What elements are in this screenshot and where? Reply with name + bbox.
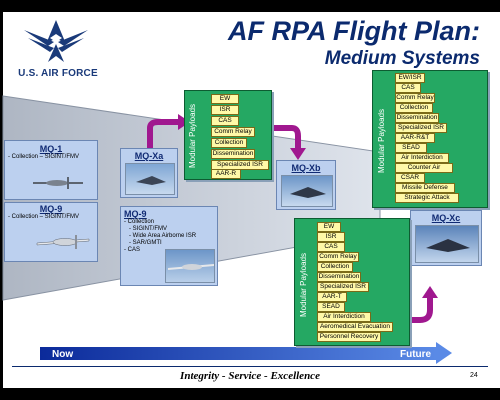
payload-1-item-4: Comm Relay [211,127,255,137]
payload-panel-1-label: Modular Payloads [188,103,197,169]
payload-2-item-4: Collection [395,103,433,113]
bottom-bar [0,388,500,400]
mqxc-aircraft-image [415,225,479,263]
payload-3-item-12: Personnel Recovery [317,332,381,342]
payload-panel-2: Modular Payloads EW/ISR CAS Comm Relay C… [372,70,488,208]
payload-panel-3-label: Modular Payloads [299,252,308,318]
payload-1-item-2: ISR [211,105,239,115]
mqxb-box: MQ-Xb [276,160,336,210]
payload-3-item-4: Comm Relay [317,252,359,262]
mqxa-box: MQ-Xa [120,148,178,198]
arrow-mqxa-to-panel1 [147,119,180,148]
payload-3-item-9: SEAD [317,302,345,312]
arrow-panel1-to-mqxb [272,125,301,150]
mq9-center-line-2: - SIGINT/FMV [129,226,167,232]
payload-2-item-13: Strategic Attack [395,193,459,203]
mqxb-aircraft-image [281,175,333,207]
mq1-drone-icon [33,177,83,189]
mq9-left-detail: - Collection – SIGINT/FMV [8,214,80,220]
mq9-left-title: MQ-9 [39,204,63,214]
mq1-box: MQ-1 - Collection – SIGINT/FMV [4,140,98,200]
payload-panel-3: Modular Payloads EW ISR CAS Comm Relay C… [294,218,410,346]
payload-2-item-10: Counter Air [395,163,453,173]
mq1-detail: - Collection – SIGINT/FMV [8,154,80,160]
mqxb-title: MQ-Xb [291,163,321,173]
payload-2-item-5: Dissemination [395,113,439,123]
mq9-left-aircraft-image [35,225,91,259]
payload-2-item-7: AAR-R&T [395,133,435,143]
payload-panel-2-label: Modular Payloads [377,108,386,174]
payload-2-item-1: EW/ISR [395,73,425,83]
timeline-end-label: Future [400,349,432,360]
timeline-arrowhead [436,342,452,364]
payload-1-item-1: EW [211,94,239,104]
mqxc-box: MQ-Xc [410,210,482,266]
payload-3-item-7: Specialized ISR [317,282,369,292]
mqxa-drone-icon [136,176,166,185]
mq1-aircraft-image [33,169,83,197]
page-title: AF RPA Flight Plan: [228,16,480,46]
payload-1-item-8: AAR-R [211,169,241,179]
payload-2-item-11: CSAR [395,173,425,183]
payload-3-item-6: Dissemination [317,272,361,282]
payload-2-item-12: Missile Defense [395,183,455,193]
mqxc-drone-icon [426,239,470,252]
page-number: 24 [470,372,478,379]
mq9-drone-icon [36,235,90,249]
page-subtitle: Medium Systems [324,48,480,69]
mqxa-aircraft-image [125,163,175,195]
payload-3-item-2: ISR [317,232,345,242]
payload-1-item-5: Collection [211,138,247,148]
payload-3-item-8: AAR-T [317,292,347,302]
payload-2-item-6: Specialized ISR [395,123,447,133]
footer-motto: Integrity - Service - Excellence [180,370,320,382]
mqxa-title: MQ-Xa [134,151,164,161]
air-force-logo: U.S. AIR FORCE [16,16,98,82]
mq9-center-line-4: - SAR/GMTI [129,240,162,246]
payload-1-item-3: CAS [211,116,239,126]
mq9-center-box: MQ-9 - Collection - SIGINT/FMV - Wide Ar… [120,206,218,286]
logo-text: U.S. AIR FORCE [18,68,98,79]
payload-2-item-9: Air Interdiction [395,153,449,163]
arrow-panel3-to-mqxc [410,296,433,323]
mq9-center-line-1: - Collection [124,219,155,225]
payload-3-item-11: Aeromedical Evacuation [317,322,393,332]
mq9-center-drone-icon [168,264,214,270]
left-edge-strip [0,12,3,388]
mq9-center-aircraft-image [165,249,215,283]
timeline-bar [40,347,436,360]
payload-3-item-5: Collection [317,262,353,272]
mq9-left-box: MQ-9 - Collection – SIGINT/FMV [4,202,98,262]
payload-3-item-3: CAS [317,242,345,252]
mqxb-drone-icon [290,187,326,198]
mq9-center-line-5: - CAS [124,247,141,253]
footer-divider [12,366,488,367]
top-bar [0,0,500,12]
air-force-wings-icon [24,20,88,62]
timeline-start-label: Now [52,349,74,360]
payload-panel-1: Modular Payloads EW ISR CAS Comm Relay C… [184,90,272,180]
payload-2-item-8: SEAD [395,143,427,153]
payload-2-item-2: CAS [395,83,421,93]
mq9-center-title: MQ-9 [124,209,147,219]
mqxc-title: MQ-Xc [431,213,461,223]
payload-3-item-10: Air Interdiction [317,312,371,322]
mq1-title: MQ-1 [39,144,63,154]
payload-3-item-1: EW [317,222,341,232]
payload-1-item-6: Dissemination [211,149,255,159]
payload-2-item-3: Comm Relay [395,93,435,103]
mq9-center-line-3: - Wide Area Airborne ISR [129,233,197,239]
